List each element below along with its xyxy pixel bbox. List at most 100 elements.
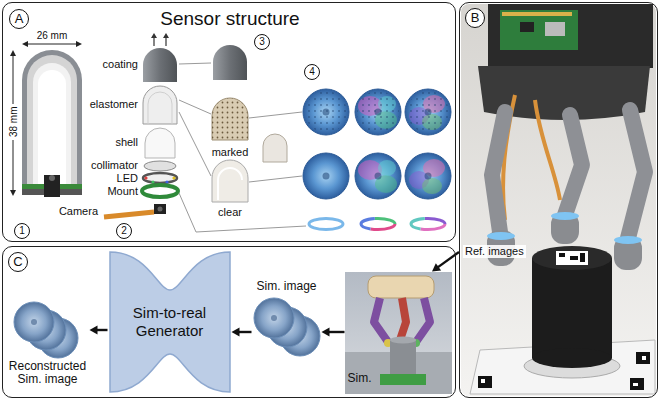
robot-photo: [580, 253, 585, 262]
callout-number: 3: [254, 34, 270, 50]
tactile-image: [355, 153, 401, 199]
tactile-image: [303, 153, 349, 199]
component-photo: [212, 98, 248, 140]
sensor-cross-section: [22, 50, 82, 188]
exploded-view: [145, 128, 175, 158]
robot-photo: [556, 251, 588, 265]
sensor-cross-section: [33, 63, 71, 188]
connector-arrow: [232, 328, 252, 337]
node-label: Sim-to-real Generator: [115, 304, 225, 339]
variant-label: clear: [218, 206, 242, 219]
led-ring: [361, 219, 395, 230]
connector-line: [329, 331, 345, 333]
panel-letter: B: [465, 8, 485, 28]
tactile-image: [357, 91, 399, 133]
image-stack: [14, 302, 54, 342]
part-label: Camera: [59, 205, 98, 218]
panel: CReconstructed Sim. imageSim-to-real Gen…: [2, 246, 456, 398]
robot-photo: [502, 12, 572, 16]
led-ring: [411, 219, 445, 230]
tactile-image: [303, 89, 451, 199]
image-stack: Reconstructed Sim. image: [6, 292, 90, 396]
simulation-render: [374, 298, 388, 342]
exploded-view: [163, 33, 169, 38]
dimension-line: [22, 41, 28, 47]
robot-photo: [478, 376, 492, 388]
dimension-label: 26 mm: [37, 30, 68, 42]
robot-photo: [565, 115, 582, 215]
led-ring: [361, 219, 395, 230]
sensor-cross-section: [49, 175, 55, 181]
tactile-image: [407, 91, 449, 133]
simulation-render: [368, 276, 434, 298]
dimension-line: [13, 140, 14, 192]
arrowhead: [232, 328, 240, 337]
dimension-line: [26, 44, 78, 45]
led-ring: [361, 219, 395, 230]
component-photo: [212, 160, 248, 202]
robot-photo: [481, 379, 485, 383]
sensor-cross-section: [44, 175, 60, 197]
simulation-render: [380, 374, 426, 385]
robot-photo: [487, 232, 515, 240]
robot-photo: [642, 356, 646, 360]
sensor-cross-section: [60, 184, 82, 189]
dimension-line: [13, 54, 14, 104]
part-label: elastomer: [90, 98, 138, 111]
connector-line: [239, 331, 252, 333]
node-label: Sim.: [348, 372, 372, 386]
exploded-view: [151, 33, 157, 38]
exploded-view: [104, 212, 154, 217]
sensor-cross-section: [27, 55, 77, 188]
dimension-label: 38 mm: [7, 105, 19, 140]
simulation-render: [390, 337, 416, 344]
exploded-view: [153, 37, 154, 46]
exploded-view: [148, 92, 172, 124]
exploded-view: [144, 176, 147, 179]
robot-photo: [551, 212, 579, 244]
tactile-image: [323, 173, 330, 180]
robot-photo: [520, 22, 534, 32]
tactile-image: [378, 160, 396, 176]
robot-photo: [559, 253, 565, 257]
image-stack: Sim. image: [252, 280, 322, 372]
exploded-view: [143, 86, 177, 124]
variant-label: marked: [212, 146, 249, 159]
robot-photo: [551, 212, 579, 220]
tactile-image: [422, 178, 442, 194]
image-stack: [254, 298, 294, 338]
leader-line: [179, 100, 211, 114]
tactile-image: [375, 173, 382, 180]
arrowhead: [322, 328, 330, 337]
robot-photo: [545, 22, 565, 36]
generator-outline: [110, 252, 230, 392]
simulation-render: [390, 340, 416, 376]
leader-line: [179, 63, 306, 232]
exploded-view: [144, 161, 176, 171]
connector-line: [97, 329, 108, 331]
callout-number: 1: [14, 223, 30, 239]
component-photo: [212, 45, 287, 202]
led-ring: [411, 219, 445, 230]
robot-photo: [488, 4, 653, 68]
robot-photo: [614, 236, 642, 244]
sensor-cross-section: [22, 50, 82, 197]
robot-photo: [570, 256, 578, 260]
tactile-image: [405, 89, 451, 135]
tactile-image: [355, 89, 401, 135]
exploded-view: [165, 180, 168, 183]
tactile-image: [425, 109, 432, 116]
exploded-view: [165, 37, 166, 46]
panel: B: [459, 2, 658, 398]
tactile-image: [425, 173, 432, 180]
dimension-line: [10, 50, 16, 56]
robot-photo: [633, 383, 638, 386]
robot-photo: [492, 112, 505, 232]
panel-title: Sensor structure: [3, 8, 457, 30]
robot-photo: [461, 4, 656, 396]
simulation-render: [345, 272, 452, 394]
robot-photo: [614, 236, 642, 270]
arrowhead: [90, 326, 98, 335]
callout-number: 2: [116, 223, 132, 239]
